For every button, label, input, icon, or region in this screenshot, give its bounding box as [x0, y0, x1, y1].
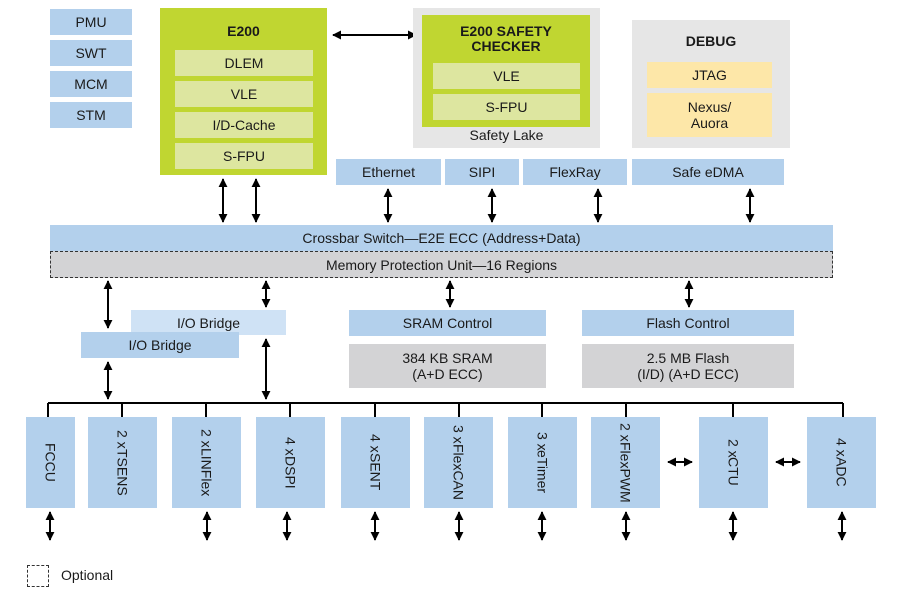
peripheral-flexcan: 3 x FlexCAN: [424, 417, 493, 508]
safe-edma-block: Safe eDMA: [632, 159, 784, 185]
peripheral-name: FCCU: [42, 443, 59, 482]
peripheral-adc: 4 x ADC: [807, 417, 876, 508]
peripheral-count: 3 x: [534, 431, 551, 451]
peripheral-name: DSPI: [282, 455, 299, 489]
peripheral-dspi: 4 x DSPI: [256, 417, 325, 508]
peripheral-ctu: 2 x CTU: [699, 417, 768, 508]
peripheral-name: SENT: [367, 453, 384, 491]
io-bridge-primary: I/O Bridge: [81, 332, 239, 358]
sram-control-block: SRAM Control: [349, 310, 546, 336]
swt-label: SWT: [75, 45, 107, 61]
peripheral-name: FlexCAN: [450, 443, 467, 500]
sfpu-label: S-FPU: [223, 148, 265, 164]
jtag-block: JTAG: [647, 62, 772, 88]
io-bridge-secondary: I/O Bridge: [131, 310, 286, 335]
io-bridge-primary-label: I/O Bridge: [128, 337, 192, 353]
checker-vle-label: VLE: [493, 68, 520, 84]
checker-unit-vle: VLE: [433, 63, 580, 89]
jtag-label: JTAG: [692, 67, 727, 83]
nexus-label-line2: Auora: [690, 115, 729, 131]
peripheral-count: 2 x: [198, 429, 215, 448]
flash-block: 2.5 MB Flash (I/D) (A+D ECC): [582, 344, 794, 388]
e200-title: E200: [227, 23, 260, 39]
vle-label: VLE: [230, 86, 258, 102]
io-bridge-secondary-label: I/O Bridge: [176, 314, 241, 331]
sram-size-label: 384 KB SRAM: [402, 350, 493, 366]
peripheral-count: 4 x: [833, 438, 850, 458]
flexray-block: FlexRay: [523, 159, 627, 185]
checker-title-line2: CHECKER: [471, 38, 541, 54]
peripheral-name: ADC: [833, 457, 850, 487]
nexus-block: Nexus/ Auora: [647, 93, 772, 137]
peripheral-count: 4 x: [367, 434, 384, 454]
checker-unit-sfpu: S-FPU: [433, 94, 580, 120]
flexray-label: FlexRay: [549, 164, 601, 180]
peripheral-name: CTU: [725, 457, 742, 487]
core-unit-vle: VLE: [175, 81, 313, 107]
mcm-block: MCM: [50, 71, 132, 97]
peripheral-count: 3 x: [450, 425, 467, 444]
peripheral-name: eTimer: [534, 450, 551, 494]
core-unit-cache: I/D-Cache: [175, 112, 313, 138]
legend-optional-swatch: [27, 565, 49, 587]
flash-control-label: Flash Control: [646, 315, 730, 331]
peripheral-flexpwm: 2 x FlexPWM: [591, 417, 660, 508]
stm-label: STM: [76, 107, 106, 123]
checker-title-line1: E200 SAFETY: [460, 23, 552, 39]
swt-block: SWT: [50, 40, 132, 66]
flash-control-block: Flash Control: [582, 310, 794, 336]
sram-block: 384 KB SRAM (A+D ECC): [349, 344, 546, 388]
ethernet-block: Ethernet: [336, 159, 441, 185]
peripheral-name: TSENS: [114, 448, 131, 496]
flash-ecc-label: (I/D) (A+D ECC): [637, 366, 739, 382]
safety-lake-label: Safety Lake: [469, 127, 544, 143]
pmu-label: PMU: [75, 14, 107, 30]
peripheral-etimer: 3 x eTimer: [508, 417, 577, 508]
memory-protection-unit: Memory Protection Unit—16 Regions: [50, 251, 833, 278]
safe-edma-label: Safe eDMA: [672, 164, 744, 180]
legend-optional-label: Optional: [61, 567, 114, 583]
sipi-block: SIPI: [445, 159, 519, 185]
bus-drops: [47, 403, 844, 417]
peripheral-fccu: FCCU: [26, 417, 75, 508]
mpu-label: Memory Protection Unit—16 Regions: [325, 256, 558, 273]
crossbar-label: Crossbar Switch—E2E ECC (Address+Data): [302, 230, 581, 246]
pmu-block: PMU: [50, 9, 132, 35]
ethernet-label: Ethernet: [362, 164, 415, 180]
crossbar-switch: Crossbar Switch—E2E ECC (Address+Data): [50, 225, 833, 251]
checker-sfpu-label: S-FPU: [485, 99, 528, 115]
core-unit-sfpu: S-FPU: [175, 143, 313, 169]
peripheral-count: 2 x: [617, 422, 634, 442]
flash-size-label: 2.5 MB Flash: [646, 350, 730, 366]
core-unit-dlem: DLEM: [175, 50, 313, 76]
sram-control-label: SRAM Control: [402, 315, 493, 331]
stm-block: STM: [50, 102, 132, 128]
debug-title: DEBUG: [685, 33, 737, 49]
peripheral-sent: 4 x SENT: [341, 417, 410, 508]
sipi-label: SIPI: [468, 164, 496, 180]
peripheral-count: 4 x: [282, 436, 299, 456]
nexus-label-line1: Nexus/: [687, 99, 732, 115]
mcm-label: MCM: [74, 76, 108, 92]
peripheral-count: 2 x: [725, 438, 742, 458]
cache-label: I/D-Cache: [212, 117, 276, 133]
peripheral-name: FlexPWM: [617, 441, 634, 503]
sram-ecc-label: (A+D ECC): [412, 366, 483, 382]
peripheral-count: 2 x: [114, 429, 131, 449]
dlem-label: DLEM: [224, 55, 264, 71]
peripheral-linflex: 2 x LINFlex: [172, 417, 241, 508]
peripheral-tsens: 2 x TSENS: [88, 417, 157, 508]
peripheral-io-arrows: [45, 511, 847, 541]
peripheral-name: LINFlex: [198, 447, 215, 496]
